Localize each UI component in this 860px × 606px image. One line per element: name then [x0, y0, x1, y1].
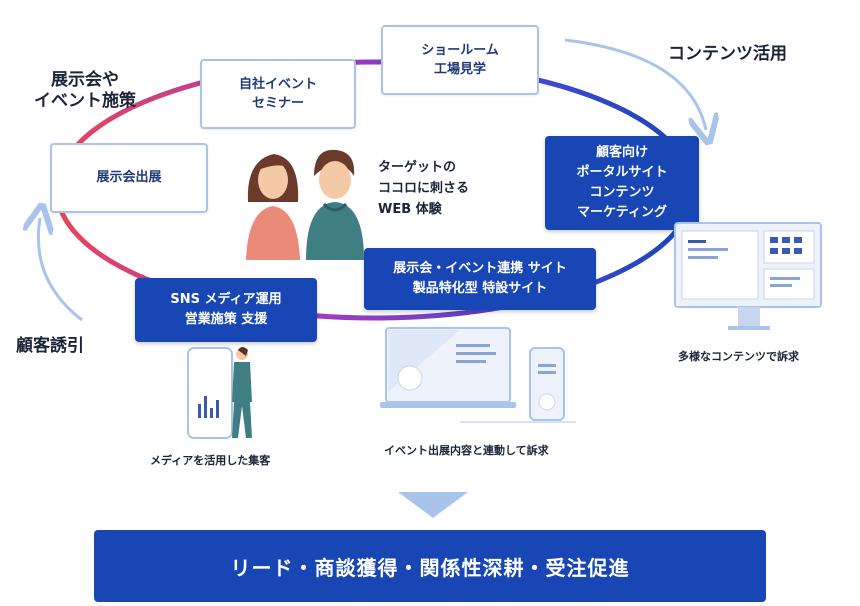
monitor-illustration	[674, 222, 822, 330]
devices-illustration	[380, 327, 576, 423]
step-seminar: 自社イベント セミナー	[200, 59, 356, 129]
target-people-illustration	[246, 149, 364, 260]
caption-devices: イベント出展内容と連動して訴求	[384, 444, 549, 457]
step-exhibit: 展示会出展	[50, 143, 208, 213]
center-text: ターゲットの ココロに刺さる WEB 体験	[378, 160, 470, 217]
step-showroom: ショールーム 工場見学	[381, 25, 539, 95]
content-arrow	[564, 38, 706, 130]
label-customer-attraction: 顧客誘引	[16, 336, 84, 356]
label-content-use: コンテンツ活用	[668, 44, 787, 64]
caption-monitor: 多様なコンテンツで訴求	[678, 350, 799, 363]
attraction-arrow	[38, 218, 83, 322]
step-portal: 顧客向け ポータルサイト コンテンツ マーケティング	[545, 136, 699, 230]
down-arrow	[398, 492, 468, 518]
label-exhibition-events: 展示会や イベント施策	[34, 70, 136, 112]
caption-media: メディアを活用した集客	[150, 454, 271, 467]
media-illustration	[187, 347, 252, 439]
step-sns: SNS メディア運用 営業施策 支援	[135, 278, 317, 342]
step-event-site: 展示会・イベント連携 サイト 製品特化型 特設サイト	[364, 248, 596, 310]
result-banner: リード・商談獲得・関係性深耕・受注促進	[94, 530, 766, 602]
